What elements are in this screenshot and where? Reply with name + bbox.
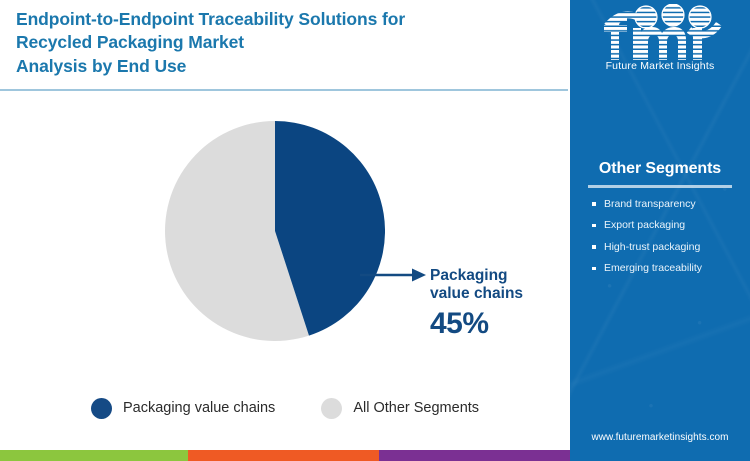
pie-graphic — [165, 121, 385, 341]
other-segments-panel: Other Segments Brand transparency Export… — [570, 160, 750, 285]
legend-item-all-other-segments[interactable]: All Other Segments — [321, 397, 480, 419]
callout-leader-arrow — [360, 268, 426, 282]
title-line-2: Recycled Packaging Market — [16, 32, 245, 53]
list-item[interactable]: High-trust packaging — [592, 241, 750, 253]
fmi-logo-mark-icon — [604, 4, 722, 60]
title-line-3: Analysis by End Use — [16, 55, 187, 76]
strip-segment-orange — [188, 450, 379, 461]
other-segments-list: Brand transparency Export packaging High… — [570, 198, 750, 274]
pie-slice-packaging-value-chains[interactable] — [275, 121, 385, 336]
legend-label: All Other Segments — [353, 400, 480, 416]
fmi-logo-tagline: Future Market Insights — [605, 60, 715, 72]
pie-svg — [165, 121, 385, 341]
main-content: Endpoint-to-Endpoint Traceability Soluti… — [0, 8, 570, 461]
strip-segment-purple — [379, 450, 570, 461]
callout-percent: 45% — [430, 306, 489, 340]
list-item[interactable]: Emerging traceability — [592, 263, 750, 274]
callout-line-1: Packaging — [430, 267, 508, 284]
legend-swatch-icon — [90, 397, 112, 419]
legend-swatch-icon — [321, 397, 343, 419]
list-item[interactable]: Brand transparency — [592, 198, 750, 210]
callout-line-2: value chains — [430, 285, 524, 303]
legend-item-packaging-value-chains[interactable]: Packaging value chains — [90, 397, 276, 419]
website-url[interactable]: www.futuremarketinsights.com — [591, 432, 729, 443]
pie-slice-all-other-segments[interactable] — [165, 121, 309, 341]
header-divider — [0, 89, 568, 91]
other-segments-divider — [588, 185, 732, 188]
chart-legend: Packaging value chains All Other Segment… — [0, 393, 570, 423]
title-line-1: Endpoint-to-Endpoint Traceability Soluti… — [16, 9, 406, 29]
page-title: Endpoint-to-Endpoint Traceability Soluti… — [16, 8, 546, 78]
pie-chart: Packaging value chains 45% — [0, 95, 570, 395]
fmi-logo[interactable]: Future Market Insights — [570, 4, 750, 82]
sidebar: Future Market Insights Other Segments Br… — [570, 0, 750, 461]
bottom-color-strip — [0, 450, 570, 461]
legend-label: Packaging value chains — [122, 400, 276, 416]
other-segments-title: Other Segments — [598, 160, 722, 177]
strip-segment-green — [0, 450, 188, 461]
callout-label: Packaging value chains 45% — [430, 267, 550, 341]
list-item[interactable]: Export packaging — [592, 220, 750, 231]
